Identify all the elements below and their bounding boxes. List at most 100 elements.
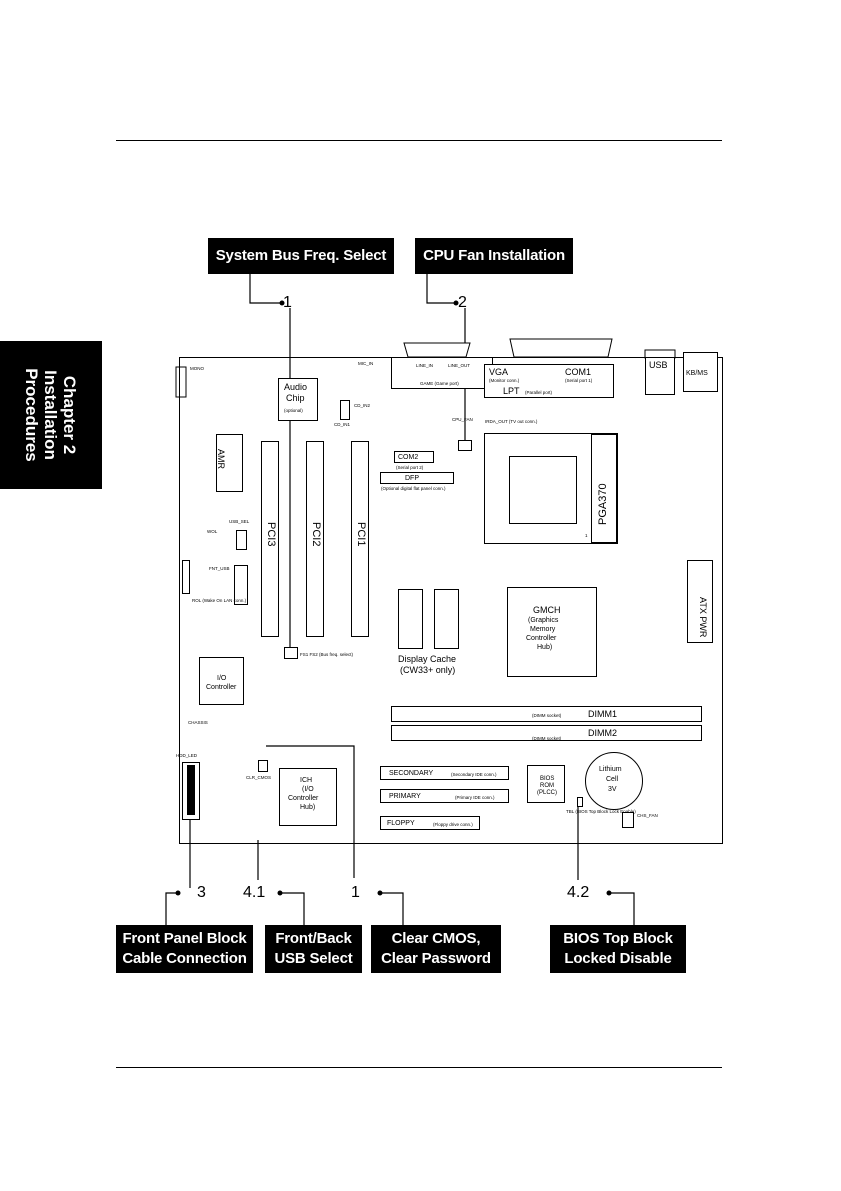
pci2-slot: PCI2 <box>306 441 324 637</box>
io-controller-chip: I/O Controller <box>199 657 244 705</box>
com2-header: COM2 <box>394 451 434 463</box>
callout-cpu-fan: CPU Fan Installation <box>415 238 573 274</box>
step-number-2: 2 <box>458 294 467 311</box>
lithium-label: Lithium <box>599 766 622 773</box>
line-out-label: LINE_OUT <box>448 363 471 368</box>
ich-chip: ICH (I/O Controller Hub) <box>279 768 337 826</box>
callout-bios-top-block-line1: BIOS Top Block <box>563 930 673 947</box>
pci1-slot: PCI1 <box>351 441 369 637</box>
step-number-3: 3 <box>197 884 206 901</box>
callout-usb-select-line1: Front/Back <box>275 930 352 947</box>
callout-front-panel-line1: Front Panel Block <box>122 930 247 947</box>
secondary-ide: SECONDARY (Secondary IDE conn.) <box>380 766 509 780</box>
com2-label: COM2 <box>398 454 419 461</box>
pga-pin1: 1 <box>585 533 588 538</box>
audio-chip-optional: (optional) <box>284 408 303 413</box>
floppy-label: FLOPPY <box>387 820 415 827</box>
audio-chip-label2: Chip <box>286 393 305 403</box>
gmch-chip: GMCH (Graphics Memory Controller Hub) <box>507 587 597 677</box>
secondary-sub: (Secondary IDE conn.) <box>451 772 497 777</box>
bios-label2: ROM <box>540 783 554 789</box>
clr-cmos-label: CLR_CMOS <box>246 775 272 780</box>
com1-label: COM1 <box>565 367 592 377</box>
lpt-sub: (Parallel port) <box>525 390 553 395</box>
gmch-label4: Controller <box>526 635 557 642</box>
gmch-label2: (Graphics <box>528 617 559 624</box>
audio-jacks: LINE_IN LINE_OUT GAME (Game port) <box>391 357 493 389</box>
chs-fan-label: CHS_FAN <box>637 813 658 818</box>
cpu-fan-header <box>458 440 472 451</box>
primary-sub: (Primary IDE conn.) <box>455 795 495 800</box>
front-panel-header <box>182 762 200 820</box>
pci3-slot: PCI3 <box>261 441 279 637</box>
audio-chip: Audio Chip (optional) <box>278 378 318 421</box>
dimm1-slot: DIMM1 (DIMM socket) <box>391 706 702 722</box>
pga370-lever: PGA370 <box>591 434 617 543</box>
pga370-label: PGA370 <box>597 483 609 525</box>
lithium-battery: Lithium Cell 3V <box>585 752 643 810</box>
floppy-connector: FLOPPY (Floppy drive conn.) <box>380 816 480 830</box>
cd-in2-connector <box>340 400 350 420</box>
step-number-4-1: 4.1 <box>243 884 266 901</box>
primary-ide: PRIMARY (Primary IDE conn.) <box>380 789 509 803</box>
callout-bios-top-block-line2: Locked Disable <box>564 950 672 967</box>
callout-clear-cmos: Clear CMOS, Clear Password <box>371 925 501 973</box>
atx-power-connector <box>687 560 713 643</box>
game-port-label: GAME (Game port) <box>420 381 459 386</box>
callout-system-bus-freq: System Bus Freq. Select <box>208 238 394 274</box>
com2-sub: (Serial port 2) <box>396 465 424 470</box>
dfp-sub: (Optional digital flat panel conn.) <box>381 486 446 491</box>
dfp-header: DFP <box>380 472 454 484</box>
vga-com1-lpt: VGA (Monitor conn.) COM1 (Serial port 1)… <box>484 364 614 398</box>
dimm2-sub: (DIMM socket) <box>532 736 562 741</box>
lithium-label2: Cell <box>606 776 619 783</box>
secondary-label: SECONDARY <box>389 770 434 777</box>
callout-clear-cmos-line1: Clear CMOS, <box>391 930 481 947</box>
dimm2-label: DIMM2 <box>588 728 617 738</box>
callout-usb-select: Front/Back USB Select <box>265 925 362 973</box>
usb-label: USB <box>649 360 668 370</box>
rol-header <box>182 560 190 594</box>
io-controller-label: I/O <box>217 675 227 682</box>
pci2-label: PCI2 <box>310 522 322 547</box>
chassis-label: CHASSIS <box>188 720 208 725</box>
gmch-label3: Memory <box>530 626 556 633</box>
pci1-label: PCI1 <box>355 522 367 547</box>
floppy-sub: (Floppy drive conn.) <box>433 822 473 827</box>
wol-label: WOL <box>207 529 218 534</box>
dfp-label: DFP <box>405 475 419 482</box>
callout-system-bus-freq-label: System Bus Freq. Select <box>215 247 387 264</box>
callout-clear-cmos-line2: Clear Password <box>381 950 491 967</box>
clear-cmos-jumper <box>258 760 268 772</box>
atx-pwr-label: ATX PWR <box>698 597 708 638</box>
cpu-fan-label: CPU_FAN <box>452 417 473 422</box>
step-number-1-bottom: 1 <box>351 884 360 901</box>
ich-label2: (I/O <box>302 786 314 793</box>
ich-label: ICH <box>300 777 313 784</box>
gmch-label5: Hub) <box>537 644 553 651</box>
display-cache-chip-2 <box>434 589 459 649</box>
fnt-usb-label: FNT_USB <box>209 566 230 571</box>
bios-rom: BIOS ROM (PLCC) <box>527 765 565 803</box>
dimm2-slot: DIMM2 (DIMM socket) <box>391 725 702 741</box>
kbms-label: KB/MS <box>686 370 708 377</box>
step-number-4-2: 4.2 <box>567 884 590 901</box>
bios-label3: (PLCC) <box>537 790 558 796</box>
irda-out-label: IRDA_OUT (TV out conn.) <box>485 419 538 424</box>
pci3-label: PCI3 <box>265 522 277 547</box>
display-cache-label2: (CW33+ only) <box>400 665 456 675</box>
chassis-fan-header <box>622 812 634 828</box>
vga-label: VGA <box>489 367 509 377</box>
cd-in1-label: CD_IN1 <box>334 422 351 427</box>
vga-sub: (Monitor conn.) <box>489 378 520 383</box>
display-cache-chip-1 <box>398 589 423 649</box>
audio-chip-label: Audio <box>284 382 308 392</box>
pga370-socket: PGA370 1 <box>484 433 618 544</box>
fs-jumper <box>284 647 298 659</box>
step-number-1-top: 1 <box>283 294 292 311</box>
amr-label: AMR <box>216 449 226 469</box>
usb-sel-label: USB_SEL <box>229 519 250 524</box>
cpu-core <box>509 456 577 524</box>
io-controller-label2: Controller <box>206 684 237 691</box>
amr-slot: AMR <box>216 434 243 492</box>
